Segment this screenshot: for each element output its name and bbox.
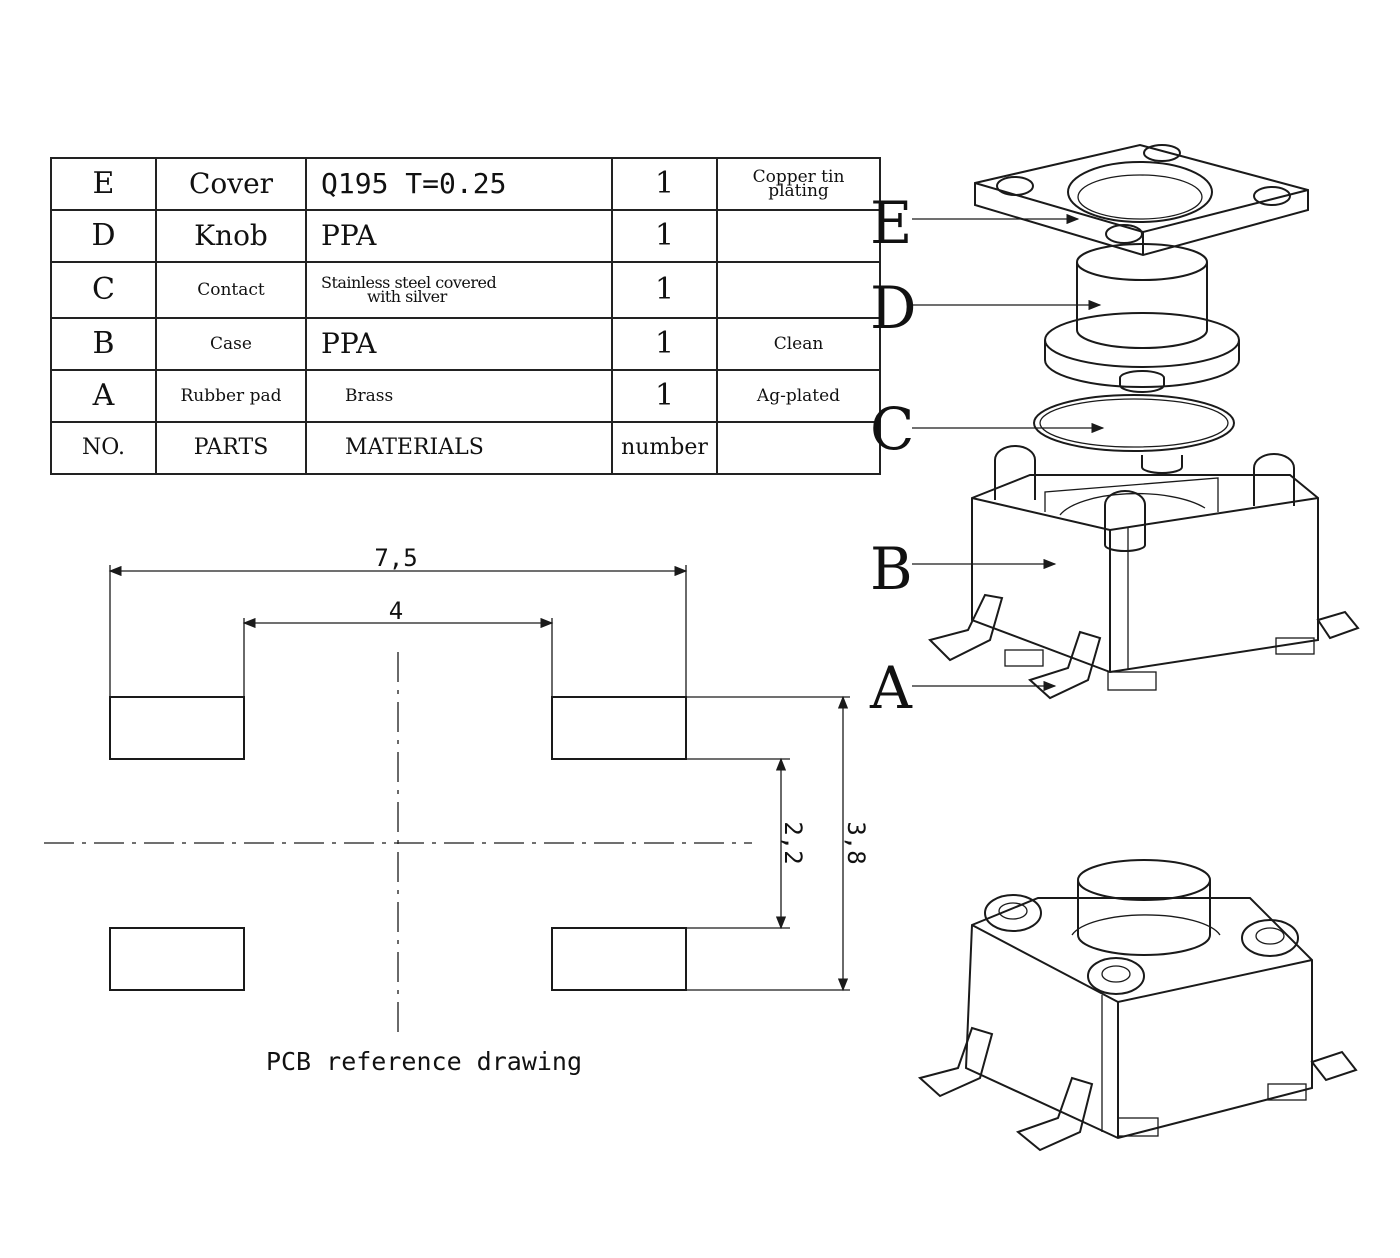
cell-no: E [50,157,157,211]
cell-part: Contact [155,261,307,319]
cell-material-line1: Stainless steel covered [321,273,497,292]
cell-number: 1 [611,261,718,319]
cell-material: PPA [321,219,377,252]
table-row: A Rubber pad Brass 1 Ag-plated [50,369,881,423]
cell-part: Case [155,317,307,371]
cell-material: PPA [321,327,377,360]
label-e: E [870,189,912,257]
part-b-case [928,445,1360,700]
dim-inner-height: 2,2 [779,821,807,864]
cell-number: 1 [611,369,718,423]
pcb-pad [109,696,245,760]
cell-remark-line1: Copper tin [752,167,845,187]
label-d: D [870,274,917,342]
cell-material-line2: with silver [367,287,447,306]
table-header-row: NO. PARTS MATERIALS number [50,421,881,475]
cell-remark: Clean [716,317,881,371]
cell-no: B [50,317,157,371]
header-number: number [611,421,718,475]
table-row: B Case PPA 1 Clean [50,317,881,371]
label-c: C [870,395,914,463]
cell-part: Cover [155,157,307,211]
pcb-pad [551,927,687,991]
part-e-cover [974,143,1309,257]
part-d-knob [1044,243,1240,393]
cell-remark [716,261,881,319]
cell-material: Q195 T=0.25 [321,167,507,200]
cell-remark: Ag-plated [716,369,881,423]
header-parts: PARTS [155,421,307,475]
label-a: A [869,654,913,722]
cell-part: Knob [155,209,307,263]
dim-overall-width: 7,5 [374,544,417,572]
header-materials: MATERIALS [305,421,613,475]
cell-no: C [50,261,157,319]
cell-material: Brass [305,369,613,423]
pcb-pad [551,696,687,760]
cell-no: D [50,209,157,263]
cell-no: A [50,369,157,423]
pcb-caption: PCB reference drawing [266,1047,582,1076]
part-c-contact [1033,394,1235,474]
pcb-pad [109,927,245,991]
header-remark [716,421,881,475]
dim-overall-height: 3,8 [842,821,870,864]
cell-number: 1 [611,157,718,211]
table-row: D Knob PPA 1 [50,209,881,263]
cell-remark [716,209,881,263]
cell-number: 1 [611,209,718,263]
assembled-view [917,859,1358,1152]
cell-number: 1 [611,317,718,371]
pcb-reference-drawing: 7,5 4 2,2 3,8 PCB reference drawing [44,544,870,1076]
header-no: NO. [50,421,157,475]
label-b: B [870,535,913,603]
cell-remark-line2: plating [768,181,829,201]
cell-part: Rubber pad [155,369,307,423]
dim-inner-width: 4 [389,597,403,625]
exploded-view: E D C B A [869,143,1360,722]
